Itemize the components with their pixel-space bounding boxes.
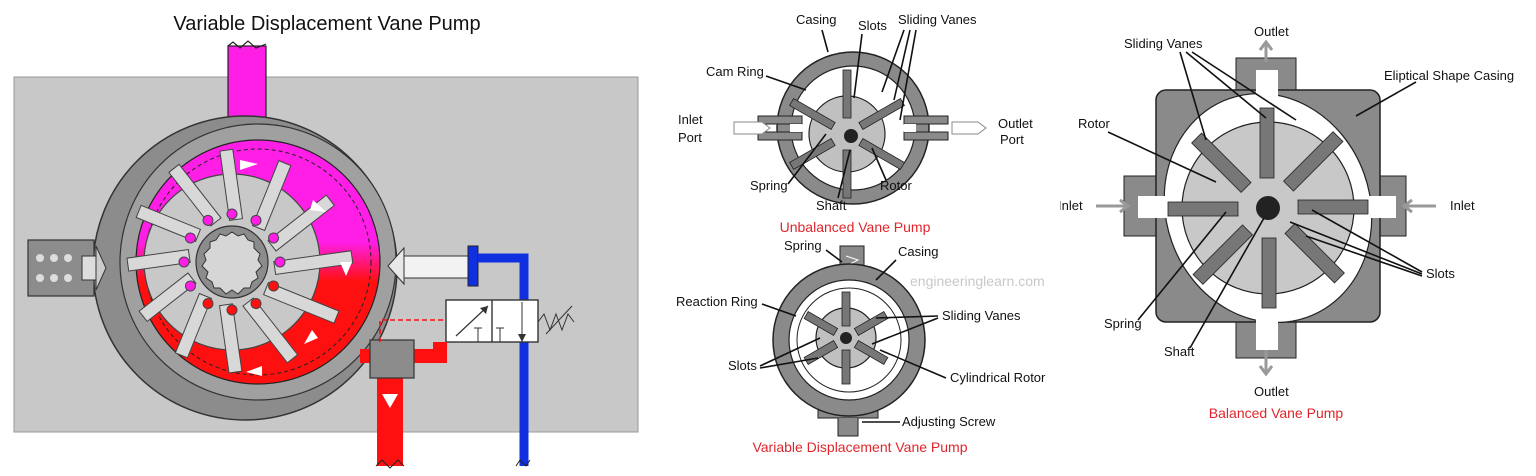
svg-text:Cam Ring: Cam Ring: [706, 64, 764, 79]
left-title: Variable Displacement Vane Pump: [173, 13, 480, 35]
svg-text:Rotor: Rotor: [880, 178, 912, 193]
unbalanced-labels: Casing Slots Sliding Vanes Cam Ring Inle…: [678, 12, 1033, 213]
svg-text:Port: Port: [1000, 132, 1024, 147]
svg-text:Slots: Slots: [1426, 266, 1455, 281]
variable-caption: Variable Displacement Vane Pump: [752, 439, 967, 455]
unbalanced-caption: Unbalanced Vane Pump: [780, 219, 931, 235]
svg-text:Casing: Casing: [898, 244, 938, 259]
svg-text:Inlet: Inlet: [1060, 198, 1083, 213]
right-panel: Outlet Sliding Vanes Eliptical Shape Cas…: [1060, 24, 1514, 421]
balanced-labels: Outlet Sliding Vanes Eliptical Shape Cas…: [1060, 24, 1514, 399]
variable-labels: Spring Casing Reaction Ring Sliding Vane…: [676, 238, 1046, 429]
svg-text:Spring: Spring: [750, 178, 788, 193]
svg-text:Port: Port: [678, 130, 702, 145]
balanced-pump: [1096, 39, 1436, 377]
check-block: [369, 339, 415, 379]
pilot-line: [379, 319, 446, 342]
svg-text:Spring: Spring: [784, 238, 822, 253]
svg-text:Slots: Slots: [728, 358, 757, 373]
spring-housing: [27, 239, 107, 297]
svg-text:Spring: Spring: [1104, 316, 1142, 331]
control-piston: [387, 245, 479, 287]
svg-text:Rotor: Rotor: [1078, 116, 1110, 131]
middle-panel: Casing Slots Sliding Vanes Cam Ring Inle…: [676, 12, 1046, 455]
svg-text:Adjusting Screw: Adjusting Screw: [902, 414, 996, 429]
directional-valve: [445, 299, 575, 343]
svg-text:Inlet: Inlet: [678, 112, 703, 127]
tank-line: [478, 253, 529, 466]
flow-arrows: [240, 160, 352, 376]
watermark: engineeringlearn.com: [910, 273, 1045, 289]
svg-text:Reaction Ring: Reaction Ring: [676, 294, 758, 309]
svg-text:Cylindrical Rotor: Cylindrical Rotor: [950, 370, 1046, 385]
balanced-caption: Balanced Vane Pump: [1209, 405, 1344, 421]
svg-text:Slots: Slots: [858, 18, 887, 33]
svg-text:Casing: Casing: [796, 12, 836, 27]
variable-pump: engineeringlearn.com: [772, 245, 1045, 437]
svg-text:Inlet: Inlet: [1450, 198, 1475, 213]
svg-text:Sliding Vanes: Sliding Vanes: [898, 12, 977, 27]
svg-text:Sliding Vanes: Sliding Vanes: [1124, 36, 1203, 51]
svg-text:Eliptical Shape Casing: Eliptical Shape Casing: [1384, 68, 1514, 83]
svg-text:Outlet: Outlet: [998, 116, 1033, 131]
svg-text:Outlet: Outlet: [1254, 24, 1289, 39]
left-panel: Variable Displacement Vane Pump: [13, 13, 639, 469]
svg-text:Shaft: Shaft: [816, 198, 847, 213]
svg-text:Outlet: Outlet: [1254, 384, 1289, 399]
svg-text:Shaft: Shaft: [1164, 344, 1195, 359]
svg-text:Sliding Vanes: Sliding Vanes: [942, 308, 1021, 323]
unbalanced-pump: [733, 51, 987, 205]
